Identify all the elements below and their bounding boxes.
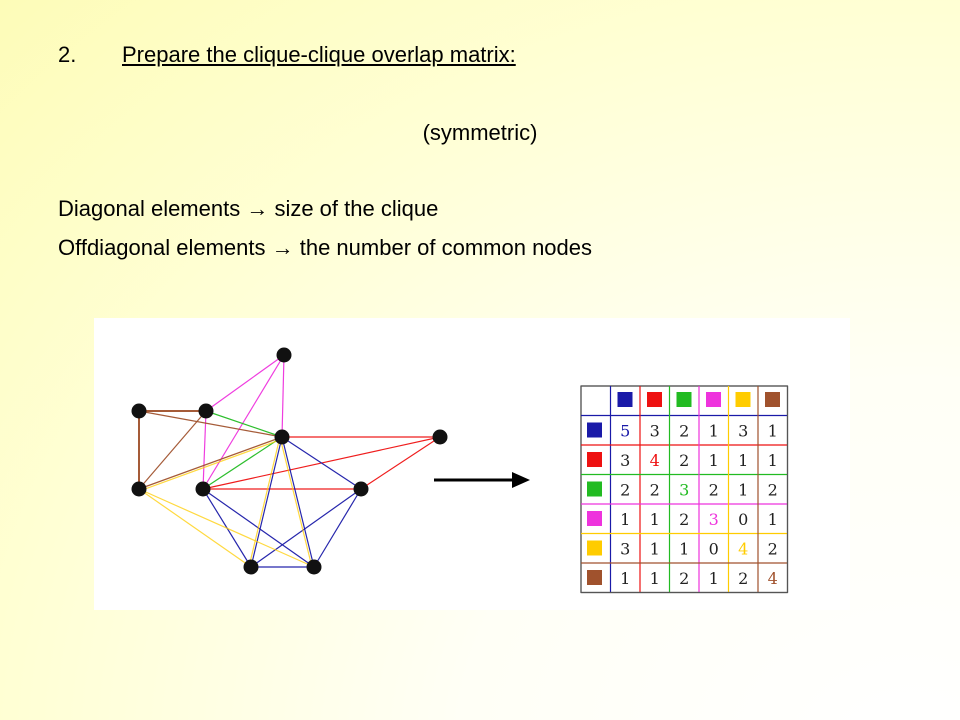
matrix-cell-value: 3 — [650, 421, 660, 440]
graph-edge — [138, 488, 252, 568]
matrix-cell-value: 1 — [768, 451, 778, 470]
graph-edge — [248, 436, 281, 567]
matrix-cell-value: 1 — [620, 510, 630, 529]
graph-node — [195, 481, 211, 497]
matrix-cell-value: 4 — [650, 451, 660, 470]
graph-edge — [281, 436, 362, 490]
matrix-cell-value: 3 — [620, 539, 630, 558]
graph-edge — [138, 410, 283, 438]
matrix-cell-value: 2 — [738, 569, 748, 588]
matrix-row-swatch — [587, 452, 602, 467]
graph-edge — [202, 410, 207, 490]
matrix-cell-value: 2 — [679, 421, 689, 440]
matrix-cell-value: 1 — [709, 421, 719, 440]
graph-node — [353, 481, 369, 497]
matrix-cell-value: 1 — [738, 480, 748, 499]
matrix-cell-value: 2 — [620, 480, 630, 499]
matrix-cell-value: 1 — [768, 421, 778, 440]
graph-edge — [281, 436, 315, 568]
matrix-cell-value: 3 — [679, 480, 689, 499]
matrix-cell-value: 3 — [620, 451, 630, 470]
graph-node — [131, 481, 147, 497]
graph-node — [306, 559, 322, 575]
offdiagonal-definition: Offdiagonal elements → the number of com… — [58, 235, 593, 260]
matrix-cell-value: 2 — [709, 480, 719, 499]
matrix-row-swatch — [587, 422, 602, 438]
matrix-cell-value: 2 — [768, 539, 778, 558]
graph-edge — [139, 438, 283, 492]
matrix-cell-value: 3 — [709, 510, 719, 529]
matrix-cell-value: 2 — [650, 480, 660, 499]
graph-edge — [250, 488, 362, 568]
graph-edge — [202, 436, 283, 490]
diagonal-definition: Diagonal elements → size of the clique — [58, 196, 439, 221]
graph-edge — [250, 436, 283, 568]
matrix-cell-value: 1 — [650, 539, 660, 558]
heading-number: 2. — [58, 42, 77, 67]
graph-edge — [138, 488, 315, 568]
matrix-header-swatch — [676, 392, 692, 407]
matrix-cell-value: 2 — [768, 480, 778, 499]
graph-node — [274, 429, 290, 445]
matrix-row-swatch — [587, 570, 602, 585]
graph-edge — [138, 436, 283, 490]
matrix-cell-value: 1 — [738, 451, 748, 470]
symmetric-note: (symmetric) — [422, 120, 538, 145]
matrix-cell-value: 2 — [679, 451, 689, 470]
matrix-cell-value: 1 — [620, 569, 630, 588]
graph-edge — [281, 354, 285, 438]
graph-node — [198, 403, 214, 419]
matrix-cell-value: 1 — [650, 569, 660, 588]
matrix-cell-value: 0 — [709, 539, 719, 558]
matrix-cell-value: 4 — [768, 569, 778, 588]
graph-edge — [202, 354, 285, 490]
graph-edge — [205, 410, 283, 438]
matrix-cell-value: 3 — [738, 421, 748, 440]
graph-edge — [205, 354, 285, 412]
graph-node — [276, 347, 292, 363]
matrix-header-swatch — [617, 392, 633, 407]
matrix-cell-value: 1 — [709, 451, 719, 470]
graph-edge — [360, 436, 441, 490]
graph-edge — [313, 488, 362, 568]
matrix-cell-value: 1 — [650, 510, 660, 529]
graph-node — [131, 403, 147, 419]
matrix-cell-value: 1 — [679, 539, 689, 558]
matrix-border — [580, 385, 789, 594]
graph-node — [243, 559, 259, 575]
matrix-cell-value: 5 — [620, 421, 630, 440]
matrix-row-swatch — [587, 540, 602, 556]
heading-title: Prepare the clique-clique overlap matrix… — [122, 42, 516, 67]
matrix-header-swatch — [735, 392, 751, 407]
matrix-row-swatch — [587, 511, 602, 526]
matrix-header-swatch — [765, 392, 780, 407]
matrix-cell-value: 2 — [679, 569, 689, 588]
matrix-header-swatch — [706, 392, 721, 407]
matrix-cell-value: 4 — [738, 539, 748, 558]
graph-edge — [138, 410, 207, 490]
graph-edge — [279, 437, 313, 568]
matrix-header-swatch — [647, 392, 662, 407]
matrix-row-swatch — [587, 481, 602, 497]
arrow-head — [512, 472, 530, 488]
graph-node — [432, 429, 448, 445]
matrix-cell-value: 0 — [738, 510, 748, 529]
matrix-cell-value: 2 — [679, 510, 689, 529]
matrix-cell-value: 1 — [709, 569, 719, 588]
matrix-cell-value: 1 — [768, 510, 778, 529]
